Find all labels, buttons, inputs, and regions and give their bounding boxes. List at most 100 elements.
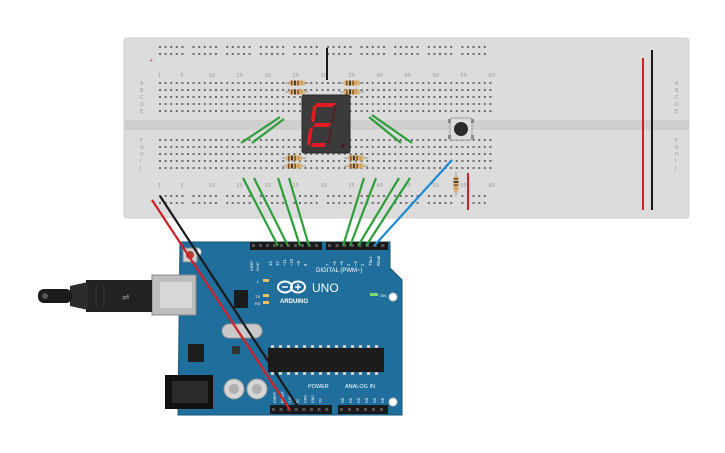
breadboard-hole — [209, 160, 212, 162]
breadboard-hole — [175, 167, 178, 169]
breadboard-hole — [192, 195, 195, 197]
wire-button-pin2[interactable] — [373, 159, 453, 247]
breadboard-hole — [439, 53, 441, 55]
breadboard-hole — [220, 139, 223, 141]
resistor[interactable] — [285, 89, 309, 95]
breadboard-hole — [366, 89, 369, 91]
breadboard-hole — [310, 195, 313, 197]
breadboard-hole — [164, 89, 167, 91]
breadboard-hole — [349, 153, 352, 155]
wire-gnd[interactable] — [159, 195, 301, 411]
seg-wire-c[interactable] — [368, 116, 402, 144]
breadboard-hole — [231, 167, 234, 169]
breadboard-hole — [416, 202, 419, 204]
chip-pin — [351, 345, 354, 348]
breadboard-hole — [411, 96, 413, 98]
breadboard-hole — [209, 202, 212, 204]
digital-pin-label: ~5 — [339, 261, 344, 266]
breadboard-hole — [349, 53, 352, 55]
resistor[interactable] — [340, 80, 364, 86]
resistor[interactable] — [344, 163, 368, 169]
resistor[interactable] — [282, 163, 306, 169]
wire-pin5[interactable] — [348, 177, 378, 247]
breadboard-hole — [450, 46, 453, 48]
breadboard-hole — [181, 202, 184, 204]
resistor[interactable] — [344, 155, 368, 161]
chip-pin — [271, 372, 274, 375]
breadboard-hole — [203, 96, 206, 98]
breadboard-hole — [433, 82, 436, 84]
breadboard-hole — [293, 110, 296, 112]
breadboard-hole — [259, 46, 262, 48]
chip-pin — [375, 372, 378, 375]
header-hole — [364, 408, 367, 411]
breadboard-hole — [192, 146, 195, 148]
breadboard-hole — [366, 153, 369, 155]
wire-pin12[interactable] — [253, 177, 289, 247]
breadboard-hole — [450, 202, 453, 204]
breadboard-hole — [483, 160, 486, 162]
breadboard-hole — [478, 167, 481, 169]
breadboard-hole — [371, 146, 374, 148]
breadboard-hole — [231, 139, 234, 141]
breadboard-hole — [444, 139, 447, 141]
wire-pin6[interactable] — [341, 177, 366, 247]
breadboard-hole — [338, 167, 341, 169]
breadboard-hole — [248, 139, 251, 141]
resistor[interactable] — [453, 172, 459, 196]
breadboard-hole — [416, 167, 419, 169]
breadboard-hole — [472, 89, 475, 91]
breadboard-hole — [215, 96, 217, 98]
wire-pin13[interactable] — [242, 177, 279, 247]
breadboard-hole — [164, 110, 167, 112]
header-hole — [280, 244, 283, 247]
wire-pin4[interactable] — [357, 177, 400, 247]
breadboard-hole — [209, 167, 212, 169]
breadboard-hole — [332, 160, 335, 162]
breadboard-hole — [411, 103, 413, 105]
breadboard-hole — [450, 89, 453, 91]
seg-wire-a[interactable] — [240, 116, 281, 144]
breadboard-hole — [164, 46, 167, 48]
seg-wire-d[interactable] — [371, 114, 413, 144]
breadboard-hole — [461, 153, 464, 155]
breadboard-hole — [209, 153, 212, 155]
breadboard-hole — [248, 82, 251, 84]
breadboard-hole — [282, 153, 285, 155]
breadboard-hole — [315, 53, 318, 55]
breadboard-hole — [259, 53, 262, 55]
breadboard-hole — [411, 195, 413, 197]
breadboard-hole — [355, 160, 357, 162]
breadboard-hole — [349, 202, 352, 204]
breadboard-hole — [377, 103, 380, 105]
breadboard-hole — [394, 146, 397, 148]
button-leg — [448, 119, 451, 123]
breadboard-hole — [259, 89, 262, 91]
wire-pin10[interactable] — [287, 177, 311, 247]
breadboard-hole — [271, 110, 273, 112]
breadboard-hole — [271, 89, 273, 91]
breadboard-hole — [187, 153, 189, 155]
breadboard-hole — [433, 146, 436, 148]
chip-pin — [319, 372, 322, 375]
seg-wire-b[interactable] — [251, 118, 285, 144]
breadboard-hole — [248, 167, 251, 169]
wire-5v[interactable] — [151, 199, 291, 411]
push-button[interactable] — [448, 117, 474, 141]
breadboard-hole — [439, 195, 441, 197]
wire-pin3[interactable] — [365, 177, 411, 247]
breadboard-hole — [231, 146, 234, 148]
wire-pin11[interactable] — [276, 177, 302, 247]
resistor[interactable] — [340, 89, 364, 95]
breadboard-hole — [192, 167, 195, 169]
column-number: 5 — [180, 73, 183, 79]
row-letter: I — [675, 159, 676, 165]
breadboard-hole — [439, 160, 441, 162]
push-button-cap[interactable] — [454, 122, 468, 136]
resistor[interactable] — [282, 155, 306, 161]
usb-cable[interactable]: ⇌ — [38, 280, 152, 312]
breadboard-hole — [203, 153, 206, 155]
breadboard-hole — [483, 110, 486, 112]
resistor[interactable] — [285, 80, 309, 86]
breadboard-hole — [198, 103, 201, 105]
